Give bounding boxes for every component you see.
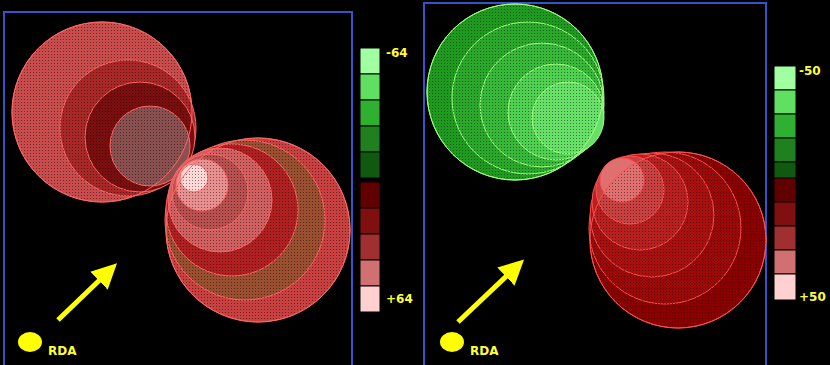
contour-lobe <box>589 152 766 328</box>
panel-frame <box>424 3 766 365</box>
direction-arrow <box>58 272 108 320</box>
marker-label: RDA <box>48 344 77 358</box>
dipole-dot <box>440 332 464 352</box>
dipole-dot <box>18 332 42 352</box>
contour-lobe <box>165 138 350 322</box>
scale-label: +50 <box>799 290 826 304</box>
panel-frame <box>4 12 352 365</box>
color-scale <box>774 66 796 300</box>
contour-lobe <box>427 4 604 180</box>
marker-label: RDA <box>470 344 499 358</box>
color-scale <box>360 48 380 312</box>
contour-lobe <box>12 22 196 202</box>
scale-label: +64 <box>386 292 413 306</box>
scale-label: -64 <box>386 46 408 60</box>
direction-arrow <box>458 268 515 322</box>
scale-label: -50 <box>799 64 821 78</box>
